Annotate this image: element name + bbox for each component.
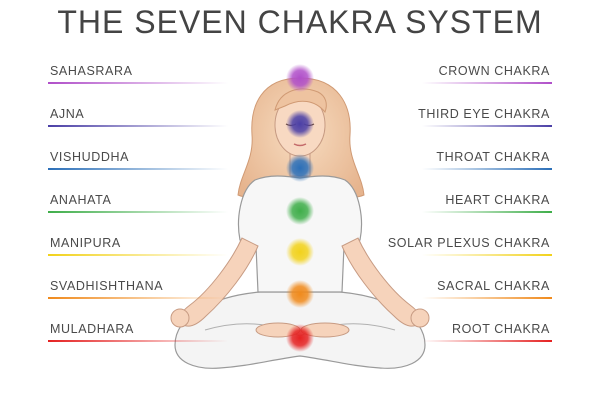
chakra-point-manipura [286,238,314,266]
left-hand [170,308,190,328]
label-ajna: AJNA [50,107,85,121]
label-vishuddha: VISHUDDHA [50,150,130,164]
label-sahasrara: SAHASRARA [50,64,133,78]
label-muladhara: MULADHARA [50,322,134,336]
chakra-point-vishuddha [286,154,314,182]
label-anahata: ANAHATA [50,193,112,207]
label-root-chakra: ROOT CHAKRA [451,322,550,336]
chakra-point-ajna [286,110,314,138]
rule-left-2 [48,168,228,170]
rule-right-2 [422,168,552,170]
rule-right-5 [422,297,552,299]
chakra-point-anahata [286,197,314,225]
chakra-point-muladhara [286,324,314,352]
label-throat-chakra: THROAT CHAKRA [436,150,550,164]
rule-left-3 [48,211,228,213]
label-sacral-chakra: SACRAL CHAKRA [437,279,550,293]
label-heart-chakra: HEART CHAKRA [445,193,550,207]
label-solar-plexus-chakra: SOLAR PLEXUS CHAKRA [387,236,550,250]
chakra-point-svadhishthana [286,280,314,308]
rule-right-1 [422,125,552,127]
rule-left-6 [48,340,228,342]
chakra-point-sahasrara [286,64,314,92]
rule-right-0 [422,82,552,84]
right-hand [410,308,430,328]
label-svadhishthana: SVADHISHTHANA [50,279,164,293]
rule-left-1 [48,125,228,127]
rule-left-4 [48,254,228,256]
rule-right-3 [422,211,552,213]
page-title: THE SEVEN CHAKRA SYSTEM [57,4,543,40]
rule-right-6 [422,340,552,342]
label-crown-chakra: CROWN CHAKRA [438,64,550,78]
label-third-eye-chakra: THIRD EYE CHAKRA [418,107,550,121]
rule-right-4 [422,254,552,256]
rule-left-5 [48,297,228,299]
label-manipura: MANIPURA [50,236,121,250]
rule-left-0 [48,82,228,84]
